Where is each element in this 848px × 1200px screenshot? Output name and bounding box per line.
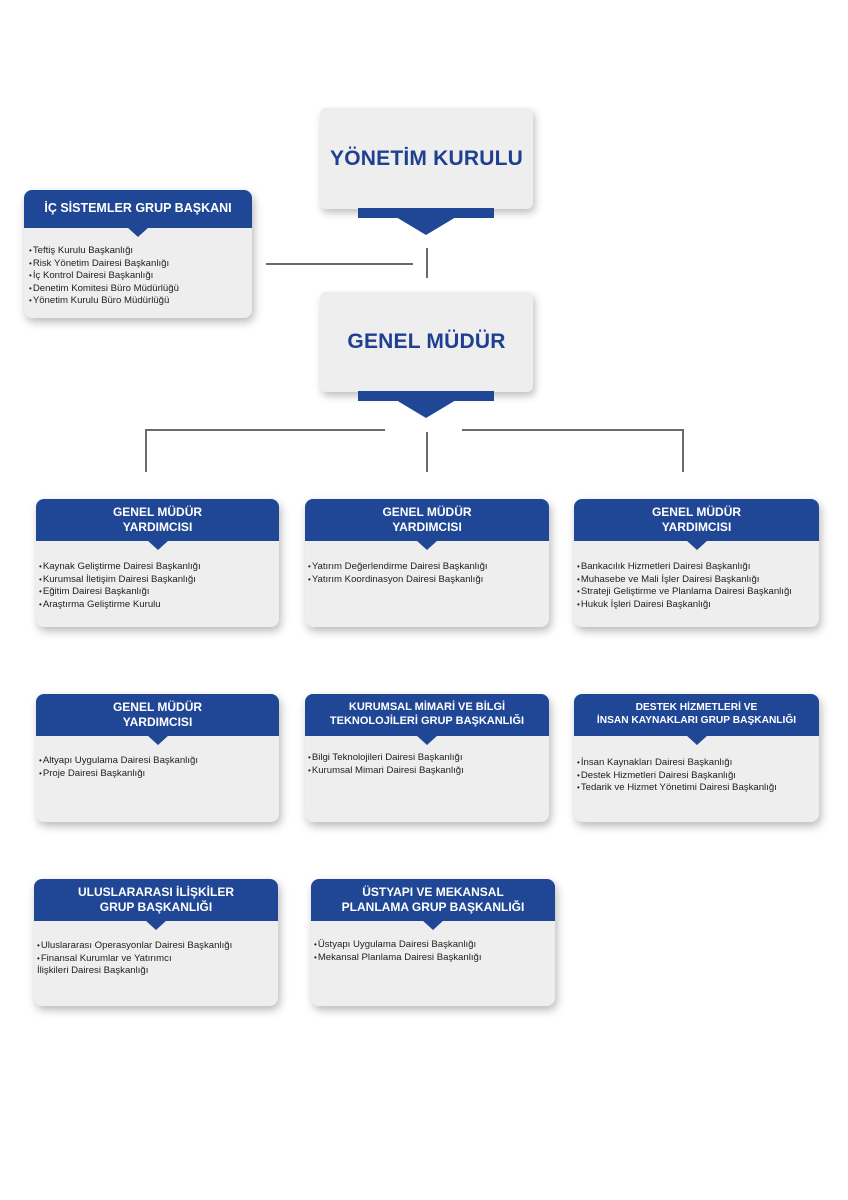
list-item: Yatırım Değerlendirme Dairesi Başkanlığı — [308, 561, 488, 574]
internal-systems-title: İÇ SİSTEMLER GRUP BAŞKANI — [44, 201, 232, 216]
unit-list: Bilgi Teknolojileri Dairesi Başkanlığı K… — [308, 752, 464, 777]
list-item: Teftiş Kurulu Başkanlığı — [29, 245, 179, 258]
list-item: Finansal Kurumlar ve Yatırımcı — [37, 953, 232, 966]
list-item: Yönetim Kurulu Büro Müdürlüğü — [29, 295, 179, 308]
board-box[interactable]: YÖNETİM KURULU — [320, 108, 533, 209]
unit-title-line-2: YARDIMCISI — [122, 715, 193, 729]
list-item-continuation: İlişkileri Dairesi Başkanlığı — [37, 965, 149, 977]
header-pointer — [146, 540, 169, 550]
connector-board-ceo — [426, 248, 428, 278]
header-pointer — [685, 735, 708, 745]
unit-title-line-1: ÜSTYAPI VE MEKANSAL — [362, 885, 504, 899]
connector-drop-right — [682, 429, 684, 472]
list-item: Proje Dairesi Başkanlığı — [39, 768, 198, 781]
list-item: Tedarik ve Hizmet Yönetimi Dairesi Başka… — [577, 782, 777, 795]
list-item: Bilgi Teknolojileri Dairesi Başkanlığı — [308, 752, 464, 765]
connector-ceo-down — [426, 432, 428, 472]
unit-list: Uluslararası Operasyonlar Dairesi Başkan… — [37, 940, 232, 978]
unit-list: Üstyapı Uygulama Dairesi Başkanlığı Meka… — [314, 939, 482, 964]
unit-title-line-2: YARDIMCISI — [661, 520, 732, 534]
list-item: İç Kontrol Dairesi Başkanlığı — [29, 270, 179, 283]
list-item: Mekansal Planlama Dairesi Başkanlığı — [314, 952, 482, 965]
header-pointer — [422, 920, 444, 930]
board-tab — [358, 208, 494, 218]
list-item: Denetim Komitesi Büro Müdürlüğü — [29, 283, 179, 296]
list-item: Kurumsal Mimari Dairesi Başkanlığı — [308, 765, 464, 778]
list-item: Hukuk İşleri Dairesi Başkanlığı — [577, 599, 792, 612]
list-item: Eğitim Dairesi Başkanlığı — [39, 586, 201, 599]
ceo-arrow — [396, 400, 456, 418]
ceo-tab — [358, 391, 494, 401]
list-item: Kaynak Geliştirme Dairesi Başkanlığı — [39, 561, 201, 574]
list-item: Destek Hizmetleri Dairesi Başkanlığı — [577, 770, 777, 783]
board-title: YÖNETİM KURULU — [330, 146, 523, 170]
header-pointer — [146, 735, 169, 745]
header-pointer — [145, 920, 167, 930]
list-item: İnsan Kaynakları Dairesi Başkanlığı — [577, 757, 777, 770]
connector-branch-right — [462, 429, 683, 431]
unit-list: Altyapı Uygulama Dairesi Başkanlığı Proj… — [39, 755, 198, 780]
unit-list: Bankacılık Hizmetleri Dairesi Başkanlığı… — [577, 561, 792, 611]
unit-title-line-2: PLANLAMA GRUP BAŞKANLIĞI — [341, 900, 525, 914]
unit-title-line-2: İNSAN KAYNAKLARI GRUP BAŞKANLIĞI — [596, 715, 797, 726]
unit-list: Yatırım Değerlendirme Dairesi Başkanlığı… — [308, 561, 488, 586]
connector-internal-systems — [266, 263, 413, 265]
list-item: Uluslararası Operasyonlar Dairesi Başkan… — [37, 940, 232, 953]
unit-title-line-1: KURUMSAL MİMARİ VE BİLGİ — [348, 701, 506, 714]
unit-title-line-1: GENEL MÜDÜR — [112, 700, 203, 714]
list-item: Üstyapı Uygulama Dairesi Başkanlığı — [314, 939, 482, 952]
header-pointer — [416, 540, 438, 550]
unit-title-line-2: TEKNOLOJİLERİ GRUP BAŞKANLIĞI — [329, 715, 525, 727]
unit-title-line-2: YARDIMCISI — [392, 520, 462, 534]
header-pointer — [416, 735, 438, 745]
list-item: Yatırım Koordinasyon Dairesi Başkanlığı — [308, 574, 488, 587]
ceo-title: GENEL MÜDÜR — [347, 330, 506, 353]
unit-title-line-1: DESTEK HİZMETLERİ VE — [635, 702, 758, 714]
unit-title-line-2: GRUP BAŞKANLIĞI — [99, 900, 213, 914]
list-item: Bankacılık Hizmetleri Dairesi Başkanlığı — [577, 561, 792, 574]
internal-systems-header: İÇ SİSTEMLER GRUP BAŞKANI — [24, 190, 252, 237]
unit-list: İnsan Kaynakları Dairesi Başkanlığı Dest… — [577, 757, 777, 795]
list-item: Risk Yönetim Dairesi Başkanlığı — [29, 258, 179, 271]
ceo-box[interactable]: GENEL MÜDÜR — [320, 292, 533, 392]
list-item: Kurumsal İletişim Dairesi Başkanlığı — [39, 574, 201, 587]
internal-systems-card[interactable]: İÇ SİSTEMLER GRUP BAŞKANI Teftiş Kurulu … — [24, 190, 252, 318]
list-item: Araştırma Geliştirme Kurulu — [39, 599, 201, 612]
connector-drop-left — [145, 429, 147, 472]
header-pointer — [127, 227, 149, 237]
list-item: Muhasebe ve Mali İşler Dairesi Başkanlığ… — [577, 574, 792, 587]
unit-title-line-1: ULUSLARARASI İLİŞKİLER — [78, 885, 234, 899]
connector-branch-left — [145, 429, 385, 431]
unit-title-line-1: GENEL MÜDÜR — [382, 505, 472, 519]
unit-title-line-2: YARDIMCISI — [122, 520, 193, 534]
list-item: Strateji Geliştirme ve Planlama Dairesi … — [577, 586, 792, 599]
list-item: Altyapı Uygulama Dairesi Başkanlığı — [39, 755, 198, 768]
board-arrow — [396, 217, 456, 235]
header-pointer — [685, 540, 708, 550]
unit-list: Kaynak Geliştirme Dairesi Başkanlığı Kur… — [39, 561, 201, 611]
unit-title-line-1: GENEL MÜDÜR — [651, 505, 742, 519]
internal-systems-list: Teftiş Kurulu Başkanlığı Risk Yönetim Da… — [29, 245, 179, 308]
unit-title-line-1: GENEL MÜDÜR — [112, 505, 203, 519]
